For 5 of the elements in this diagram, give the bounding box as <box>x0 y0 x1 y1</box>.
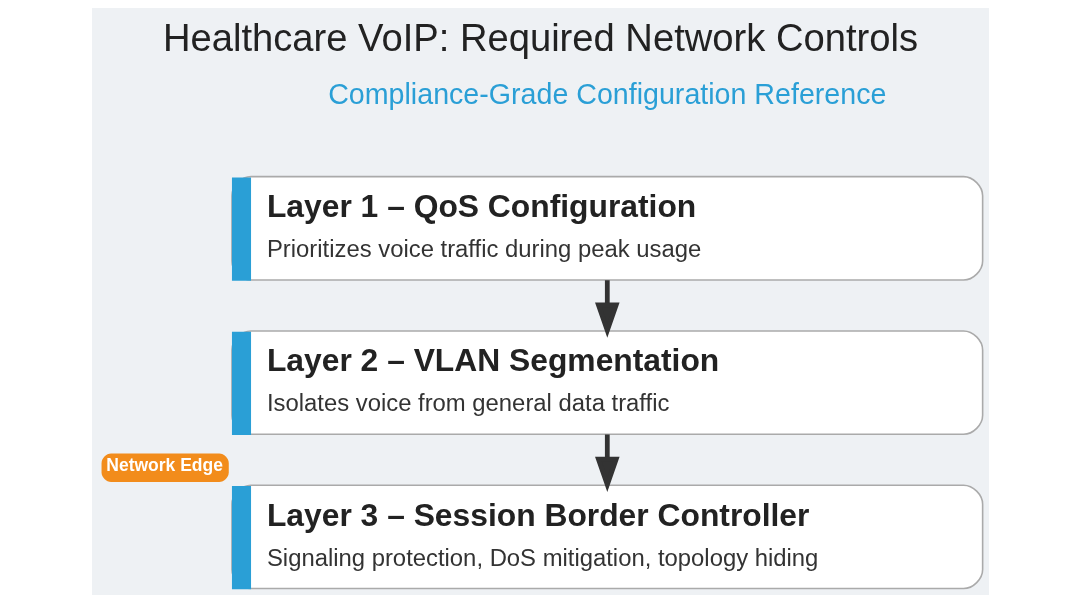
arrow <box>594 434 620 492</box>
label: Compliance-Grade Configuration Reference <box>327 78 886 111</box>
node-label: Network Edge <box>105 454 223 475</box>
diagram-title: Healthcare VoIP: Required Network Controls <box>162 16 918 60</box>
arrow <box>594 280 620 338</box>
